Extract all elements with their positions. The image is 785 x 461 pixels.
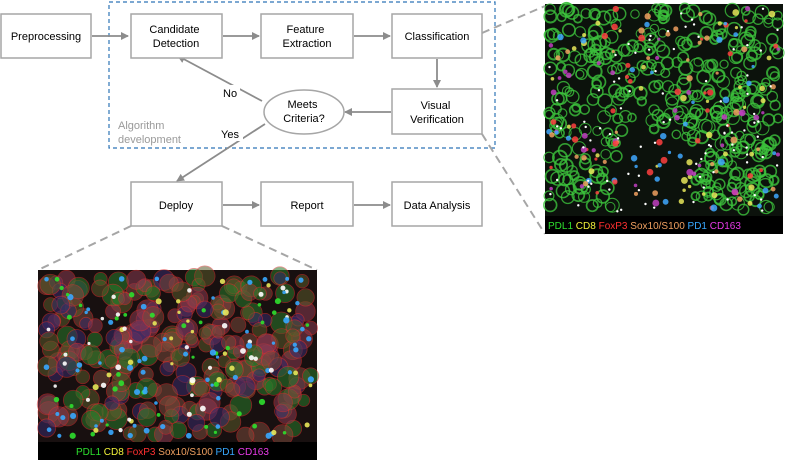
report-box — [260, 181, 354, 227]
arrow-no-to-candidate — [177, 55, 263, 102]
legend-marker: PDL1 — [76, 447, 101, 458]
report-label: Report — [290, 200, 323, 212]
data-analysis-label: Data Analysis — [404, 200, 471, 212]
no-edge-label: No — [223, 88, 237, 100]
legend-marker: CD163 — [235, 447, 269, 458]
legend-marker: CD8 — [101, 447, 124, 458]
legend-marker: PD1 — [213, 447, 236, 458]
callout-line — [481, 5, 546, 34]
data-analysis-box — [391, 181, 483, 227]
legend-marker: FoxP3 — [124, 447, 156, 458]
legend-marker: CD8 — [573, 221, 596, 232]
region-label: Algorithm development — [118, 120, 181, 146]
visual-verification-label: Visual Verification — [410, 100, 464, 126]
candidate-detection-box — [130, 13, 223, 59]
preprocessing-box — [0, 13, 92, 59]
deploy-label: Deploy — [159, 200, 194, 212]
deploy-box — [130, 181, 223, 227]
legend-marker: PDL1 — [548, 221, 573, 232]
preprocessing-label: Preprocessing — [11, 31, 81, 43]
arrow-yes-to-deploy — [176, 123, 266, 182]
classification-box — [391, 13, 483, 59]
verification-micrograph: PDL1 CD8 FoxP3 Sox10/S100 PD1 CD163 — [543, 1, 785, 234]
feature-extraction-box — [260, 13, 354, 59]
classification-label: Classification — [405, 31, 470, 43]
meets-criteria-decision — [263, 89, 345, 135]
feature-extraction-label: Feature Extraction — [283, 24, 332, 50]
callout-line — [221, 225, 318, 271]
visual-verification-box — [391, 88, 483, 135]
legend-marker: Sox10/S100 — [156, 447, 214, 458]
candidate-detection-label: Candidate Detection — [149, 24, 202, 50]
legend-marker: FoxP3 — [596, 221, 628, 232]
marker-legend: PDL1 CD8 FoxP3 Sox10/S100 PD1 CD163 — [76, 447, 269, 458]
yes-edge-label: Yes — [221, 129, 239, 141]
marker-legend: PDL1 CD8 FoxP3 Sox10/S100 PD1 CD163 — [548, 221, 741, 232]
deployment-micrograph: PDL1 CD8 FoxP3 Sox10/S100 PD1 CD163 — [36, 265, 320, 460]
callout-line — [37, 225, 132, 271]
callout-line — [481, 133, 546, 235]
legend-marker: Sox10/S100 — [628, 221, 686, 232]
algorithm-development-region — [108, 1, 496, 149]
legend-marker: PD1 — [685, 221, 708, 232]
legend-marker: CD163 — [707, 221, 741, 232]
meets-criteria-label: Meets Criteria? — [283, 99, 325, 125]
